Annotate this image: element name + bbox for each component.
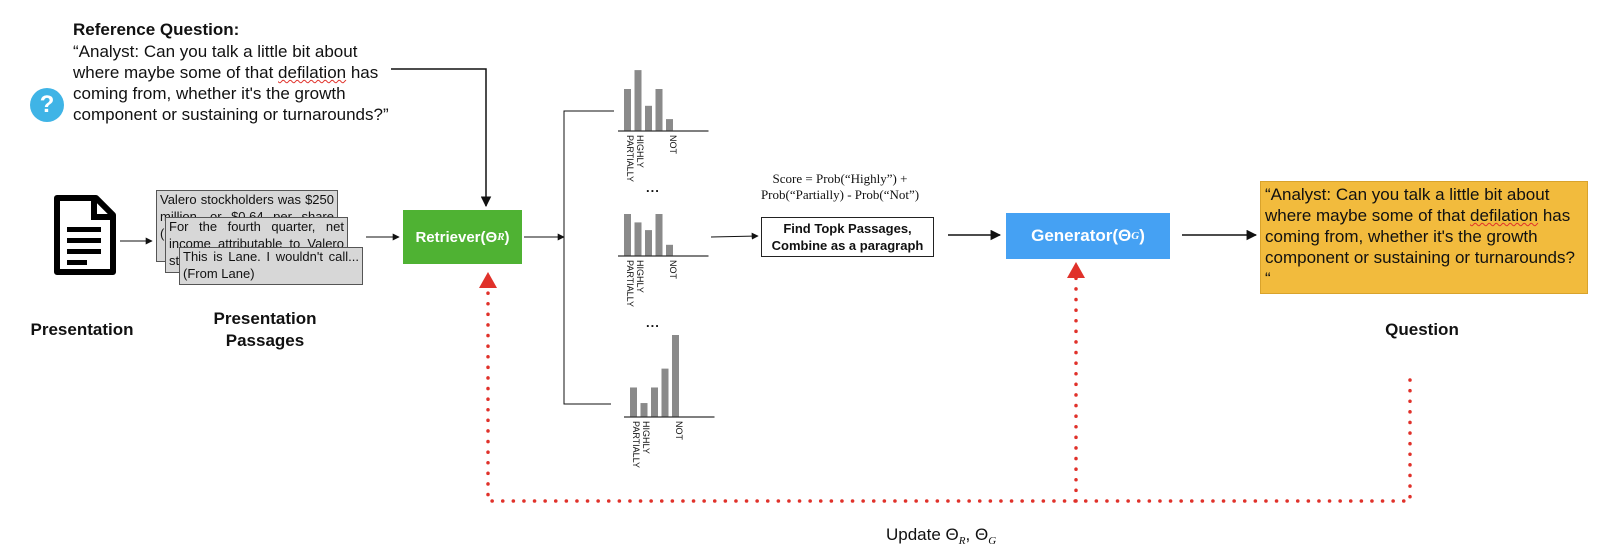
score-formula: Score = Prob(“Highly”) +Prob(“Partially)… — [760, 171, 920, 202]
feedback-loop — [486, 285, 1412, 503]
document-icon — [54, 195, 116, 275]
feedback-arrowhead-generator — [1067, 262, 1085, 278]
histogram-1-tick-not: NOT — [668, 135, 678, 155]
histogram-2-tick-partially: PARTIALLY — [625, 260, 635, 307]
histogram-1-bar-1 — [624, 89, 631, 131]
histogram-1-bar-5 — [666, 119, 673, 131]
misspelled-word: defilation — [278, 63, 347, 82]
feedback-arrowhead-retriever — [479, 272, 497, 288]
topk-box: Find Topk Passages,Combine as a paragrap… — [761, 217, 934, 257]
reference-question-title: Reference Question: — [73, 20, 240, 39]
passage-card-3: This is Lane. I wouldn't call...(From La… — [179, 247, 363, 285]
histogram-3-bar-1 — [630, 387, 637, 417]
generated-question-box: “Analyst: Can you talk a little bit abou… — [1260, 181, 1588, 294]
misspelled-word-output: defilation — [1470, 206, 1539, 225]
histogram-3-bar-2 — [640, 403, 648, 417]
histogram-2-tick-not: NOT — [668, 260, 678, 280]
histogram-1-bar-3 — [645, 105, 652, 131]
histogram-2-bar-4 — [655, 214, 663, 256]
histogram-3-tick-partially: PARTIALLY — [631, 421, 641, 468]
question-mark-icon: ? — [30, 88, 64, 122]
ellipsis-2: ... — [646, 315, 660, 330]
histogram-1-bar-4 — [655, 89, 663, 131]
histogram-2-bar-2 — [634, 222, 642, 256]
histogram-2-bar-3 — [645, 230, 652, 256]
bracket — [563, 110, 614, 405]
update-label: Update ΘR, ΘG — [886, 525, 997, 547]
arrow-reference-to-retriever — [391, 68, 492, 208]
presentation-label: Presentation — [30, 320, 134, 339]
histogram-3-tick-highly: HIGHLY — [641, 421, 651, 454]
reference-question-text: “Analyst: Can you talk a little bit abou… — [73, 42, 389, 124]
histogram-1-bar-2 — [634, 70, 642, 131]
histogram-1-tick-highly: HIGHLY — [635, 135, 645, 168]
question-label: Question — [1385, 320, 1459, 339]
histogram-2-tick-highly: HIGHLY — [635, 260, 645, 293]
histogram-2-bar-1 — [624, 214, 631, 256]
arrow-hist-to-topk — [710, 232, 759, 240]
histogram-3-tick-not: NOT — [674, 421, 684, 441]
histogram-3-bar-5 — [672, 335, 679, 417]
histogram-2-bar-5 — [666, 244, 673, 256]
histogram-1-tick-partially: PARTIALLY — [625, 135, 635, 182]
histogram-3-bar-3 — [651, 387, 658, 417]
histogram-3-bar-4 — [661, 368, 669, 417]
ellipsis-1: ... — [646, 180, 660, 195]
